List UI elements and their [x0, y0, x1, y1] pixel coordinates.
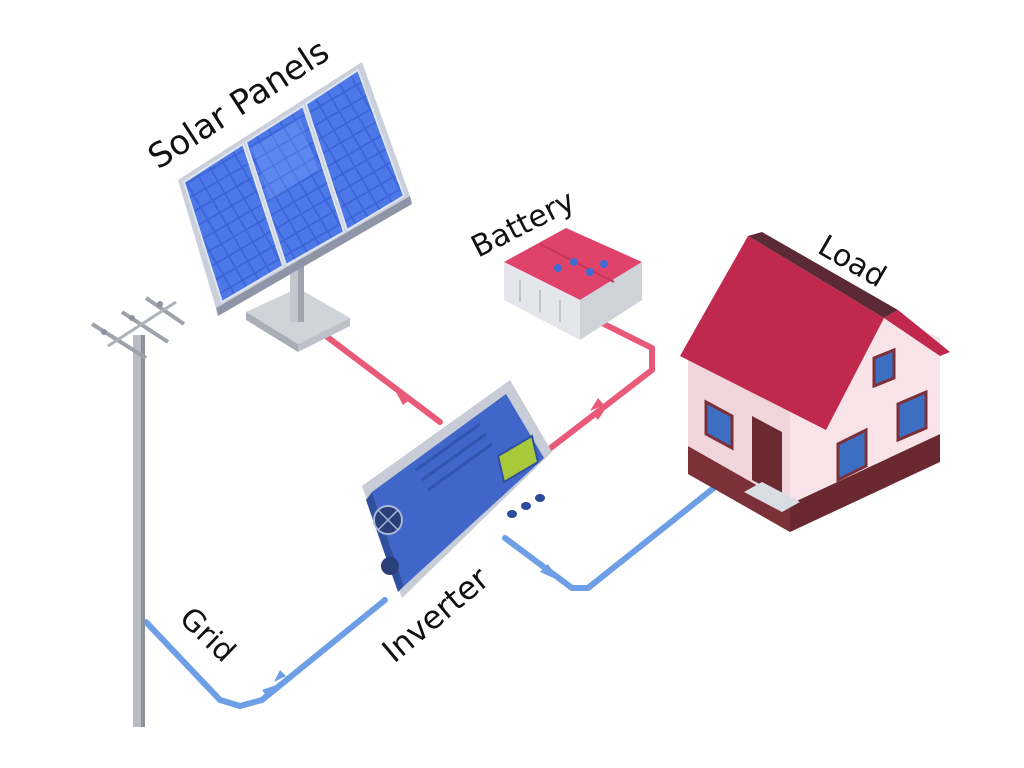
- battery-to-inverter-line: [545, 319, 655, 453]
- arrow-icon: [396, 392, 412, 405]
- grid-to-inverter-line: [143, 597, 388, 709]
- solar-panel-icon: [178, 62, 412, 352]
- arrow-icon: [262, 685, 276, 698]
- utility-pole-icon: [90, 296, 186, 727]
- arrow-icon: [592, 408, 606, 420]
- inverter-icon: [362, 380, 552, 598]
- house-icon: [680, 232, 950, 532]
- inverter-to-load-line: [502, 480, 723, 591]
- connection-lines: [143, 319, 723, 709]
- arrow-icon: [274, 670, 286, 682]
- arrow-icon: [590, 398, 604, 411]
- arrow-icon: [540, 564, 558, 580]
- solar-to-inverter-line: [319, 330, 443, 425]
- battery-icon: [504, 228, 642, 340]
